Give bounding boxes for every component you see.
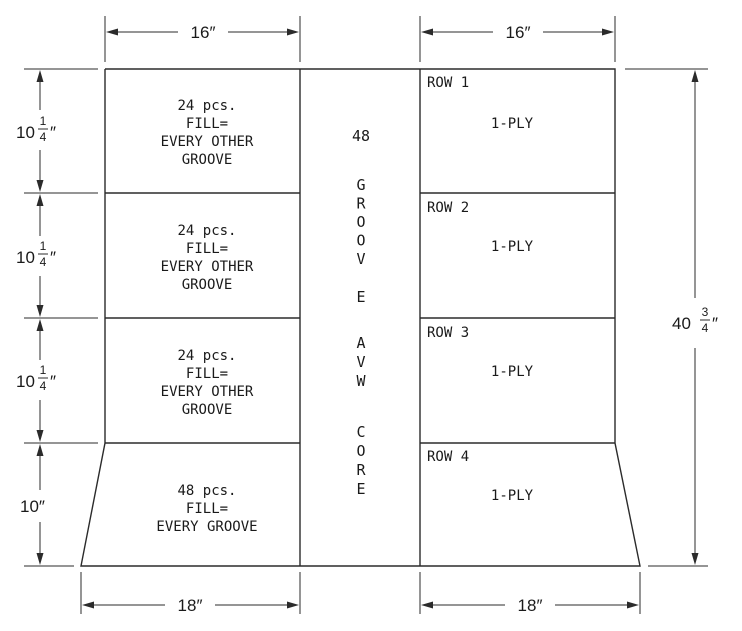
left-panel-1-note: 24 pcs. FILL= EVERY OTHER GROOVE [161, 98, 254, 168]
row-1-height-label: 10 1 4 ″ [16, 114, 56, 144]
bottom-left-width-label: 18″ [178, 596, 203, 615]
core-letter: G [356, 176, 365, 194]
svg-text:EVERY OTHER: EVERY OTHER [161, 384, 254, 400]
left-panel-3-note: 24 pcs. FILL= EVERY OTHER GROOVE [161, 348, 254, 418]
row-4-label: ROW 4 [427, 449, 469, 465]
right-panel-notes: ROW 1 1-PLY ROW 2 1-PLY ROW 3 1-PLY ROW … [427, 75, 534, 504]
svg-text:″: ″ [50, 248, 56, 267]
core-groove-count: 48 [352, 127, 370, 145]
svg-text:GROOVE: GROOVE [182, 277, 233, 293]
svg-text:4: 4 [40, 255, 47, 269]
svg-text:24 pcs.: 24 pcs. [177, 98, 236, 114]
svg-text:24 pcs.: 24 pcs. [177, 348, 236, 364]
svg-text:1: 1 [40, 239, 47, 253]
svg-text:FILL=: FILL= [186, 501, 228, 517]
panel-outline [80, 68, 641, 567]
core-letter: V [356, 250, 365, 268]
svg-text:4: 4 [40, 379, 47, 393]
svg-text:1: 1 [40, 363, 47, 377]
core-letter: V [356, 353, 365, 371]
core-letter: E [356, 288, 365, 306]
row-3-ply: 1-PLY [491, 364, 534, 380]
svg-text:GROOVE: GROOVE [182, 402, 233, 418]
core-letter: E [356, 480, 365, 498]
svg-text:FILL=: FILL= [186, 366, 228, 382]
dimension-lines [36, 28, 699, 609]
svg-text:FILL=: FILL= [186, 116, 228, 132]
row-2-label: ROW 2 [427, 200, 469, 216]
top-left-width-label: 16″ [191, 23, 216, 42]
svg-text:EVERY OTHER: EVERY OTHER [161, 134, 254, 150]
row-3-height-label: 10 1 4 ″ [16, 363, 56, 393]
row-2-ply: 1-PLY [491, 239, 534, 255]
svg-text:″: ″ [50, 372, 56, 391]
left-panel-4-note: 48 pcs. FILL= EVERY GROOVE [156, 483, 257, 535]
svg-text:10: 10 [16, 248, 35, 267]
row-3-label: ROW 3 [427, 325, 469, 341]
svg-text:EVERY OTHER: EVERY OTHER [161, 259, 254, 275]
total-height-label: 40 3 4 ″ [672, 305, 718, 335]
core-letter: O [356, 213, 365, 231]
left-panel-notes: 24 pcs. FILL= EVERY OTHER GROOVE 24 pcs.… [156, 98, 257, 535]
svg-text:GROOVE: GROOVE [182, 152, 233, 168]
dimension-labels: 16″ 16″ 18″ 18″ 10 1 4 ″ 10 1 4 ″ 10 1 4… [16, 23, 718, 615]
left-panel-2-note: 24 pcs. FILL= EVERY OTHER GROOVE [161, 223, 254, 293]
core-letter: R [356, 195, 366, 213]
core-letter: O [356, 232, 365, 250]
row-1-ply: 1-PLY [491, 116, 534, 132]
extension-lines [24, 16, 708, 614]
svg-text:48 pcs.: 48 pcs. [177, 483, 236, 499]
core-letter: W [356, 372, 366, 390]
svg-text:″: ″ [50, 123, 56, 142]
core-letter: A [356, 334, 365, 352]
svg-text:10: 10 [16, 123, 35, 142]
bottom-right-width-label: 18″ [518, 596, 543, 615]
row-4-height-label: 10″ [20, 497, 45, 516]
svg-text:24 pcs.: 24 pcs. [177, 223, 236, 239]
core-letter: O [356, 442, 365, 460]
row-1-label: ROW 1 [427, 75, 469, 91]
svg-text:3: 3 [702, 305, 709, 319]
core-letter: R [356, 461, 366, 479]
svg-text:FILL=: FILL= [186, 241, 228, 257]
svg-text:4: 4 [40, 130, 47, 144]
svg-text:EVERY GROOVE: EVERY GROOVE [156, 519, 257, 535]
row-4-ply: 1-PLY [491, 488, 534, 504]
svg-text:40: 40 [672, 314, 691, 333]
svg-text:4: 4 [702, 321, 709, 335]
svg-text:1: 1 [40, 114, 47, 128]
top-right-width-label: 16″ [506, 23, 531, 42]
row-2-height-label: 10 1 4 ″ [16, 239, 56, 269]
core-letter: C [356, 423, 365, 441]
svg-text:10: 10 [16, 372, 35, 391]
svg-text:″: ″ [712, 314, 718, 333]
